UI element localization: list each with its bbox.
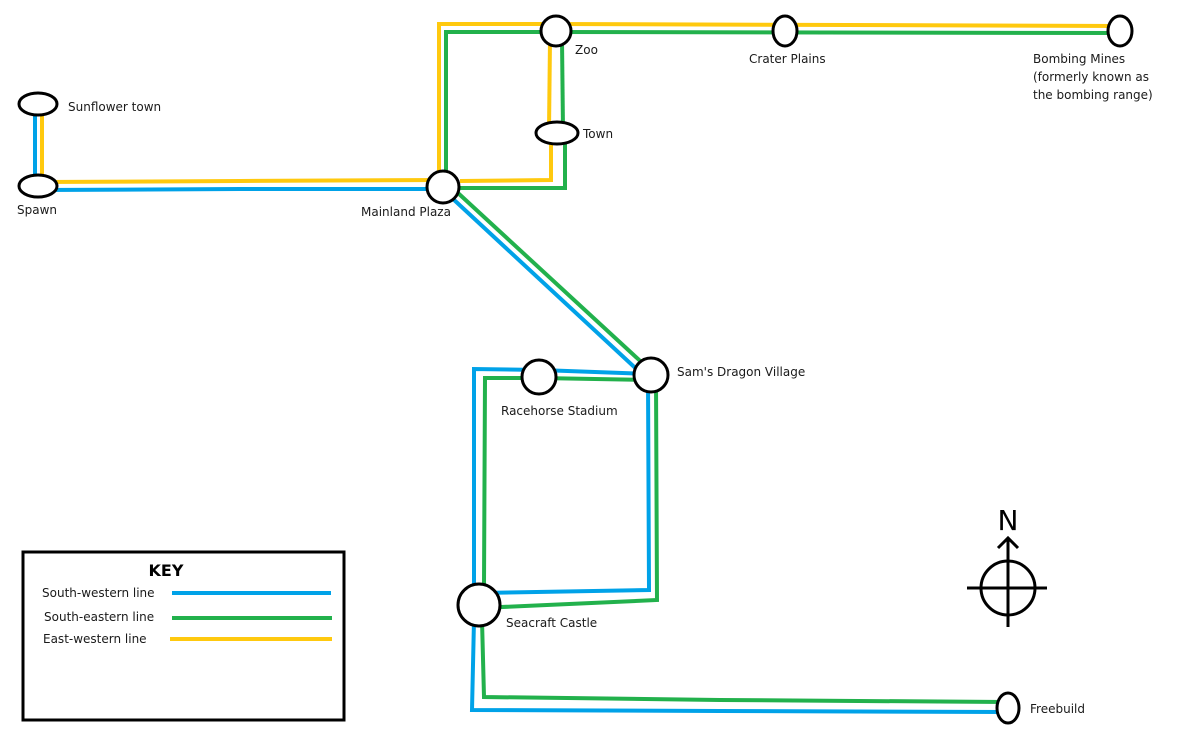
label-mainland-plaza: Mainland Plaza — [361, 205, 451, 219]
key-title: KEY — [149, 561, 184, 580]
south-western-line-seacraft-freebuild — [469, 619, 1006, 714]
south-western-line-plaza-sams — [450, 196, 647, 379]
label-racehorse-stadium: Racehorse Stadium — [501, 404, 618, 418]
east-western-line-town-plaza — [459, 134, 553, 183]
map-key: KEY South-western line South-eastern lin… — [21, 550, 346, 722]
east-western-line-plaza-north — [437, 22, 556, 178]
east-western-line-zoo-mines — [555, 22, 1121, 28]
label-crater-plains: Crater Plains — [749, 52, 826, 66]
compass-arrow-icon — [996, 535, 1020, 550]
station-freebuild[interactable] — [995, 691, 1021, 725]
south-eastern-line-sams-seacraft — [479, 379, 660, 610]
south-eastern-line-zoo-town — [560, 39, 565, 131]
south-eastern-line-sams-racehorse — [482, 376, 651, 586]
label-sunflower-town: Sunflower town — [68, 100, 161, 114]
station-crater-plains[interactable] — [771, 14, 799, 48]
station-racehorse-stadium[interactable] — [520, 358, 558, 396]
compass-north-label: N — [998, 504, 1019, 537]
station-zoo[interactable] — [539, 14, 573, 48]
south-eastern-line-zoo-mines — [555, 30, 1121, 35]
station-spawn[interactable] — [17, 173, 59, 199]
south-western-line-spawn-plaza — [41, 187, 432, 192]
compass-rose: N — [967, 504, 1047, 627]
stations — [17, 14, 1134, 725]
south-western-line-sams-racehorse — [472, 366, 651, 585]
label-seacraft-castle: Seacraft Castle — [506, 616, 597, 630]
east-western-line-spawn-plaza — [41, 178, 443, 184]
label-zoo: Zoo — [575, 43, 598, 57]
east-western-line-zoo-town — [547, 39, 552, 131]
station-town[interactable] — [534, 120, 580, 146]
label-sams-dragon-village: Sam's Dragon Village — [677, 365, 805, 379]
key-border — [21, 550, 346, 722]
south-eastern-line-plaza-north — [444, 30, 556, 178]
label-spawn: Spawn — [17, 203, 57, 217]
label-town: Town — [582, 127, 613, 141]
south-eastern-line-seacraft-freebuild — [480, 619, 1006, 704]
south-eastern-line-town-plaza — [455, 134, 567, 190]
key-label-south-western: South-western line — [42, 586, 155, 600]
station-sams-dragon-village[interactable] — [632, 356, 670, 394]
station-bombing-mines[interactable] — [1106, 14, 1134, 48]
routes — [33, 22, 1121, 714]
label-bombing-mines: Bombing Mines (formerly known as the bom… — [1033, 52, 1153, 102]
key-label-south-eastern: South-eastern line — [44, 610, 154, 624]
label-freebuild: Freebuild — [1030, 702, 1085, 716]
station-seacraft-castle[interactable] — [456, 582, 502, 628]
station-sunflower-town[interactable] — [17, 91, 59, 117]
station-labels: Sunflower town Spawn Mainland Plaza Zoo … — [17, 43, 1153, 716]
south-western-line-sams-seacraft — [479, 379, 652, 595]
key-label-east-western: East-western line — [43, 632, 147, 646]
south-eastern-line-plaza-sams — [456, 191, 652, 372]
station-mainland-plaza[interactable] — [425, 169, 461, 205]
